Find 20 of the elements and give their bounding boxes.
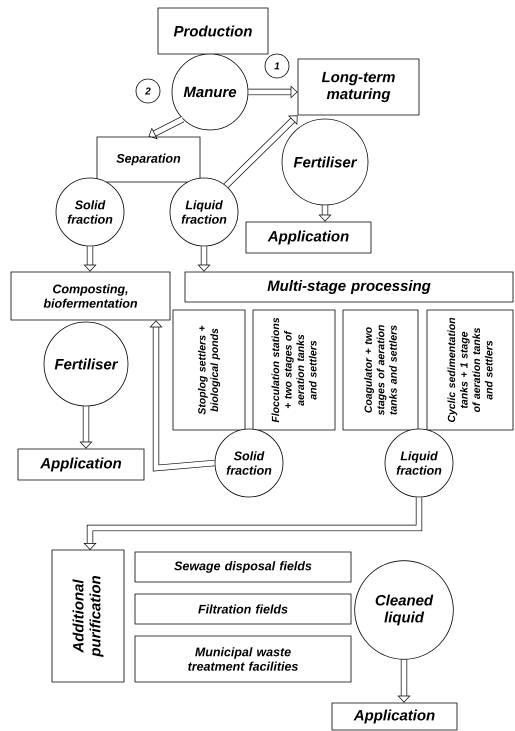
process-box: Application: [18, 448, 144, 480]
process-box: Sewage disposal fields: [134, 552, 352, 582]
process-box: Application: [332, 702, 458, 730]
process-box: Multi-stage processing: [184, 272, 514, 302]
arrow: [148, 116, 184, 140]
process-box: Additional purification: [52, 550, 124, 682]
process-box: Filtration fields: [134, 594, 352, 624]
arrow: [224, 115, 298, 188]
process-box: Municipal waste treatment facilities: [134, 636, 352, 682]
callout-number: 1: [264, 54, 290, 78]
process-box: Composting, biofermentation: [10, 272, 170, 320]
process-box: Flocculation stations + two stages of aeration tanks and settlers: [252, 310, 336, 430]
process-box: Cyclic sedimentation tanks + 1 stage of aeration tanks and settlers: [426, 310, 514, 430]
process-box: Long-term maturing: [298, 58, 420, 116]
callout-number: 2: [136, 78, 160, 104]
process-box: Production: [158, 8, 268, 54]
process-box: Separation: [96, 136, 200, 182]
process-box: Stoplog settlers + biological ponds: [172, 310, 246, 430]
process-box: Coagulator + two stages of aeration tanks and settlers: [342, 310, 418, 430]
process-box: Application: [246, 222, 372, 254]
